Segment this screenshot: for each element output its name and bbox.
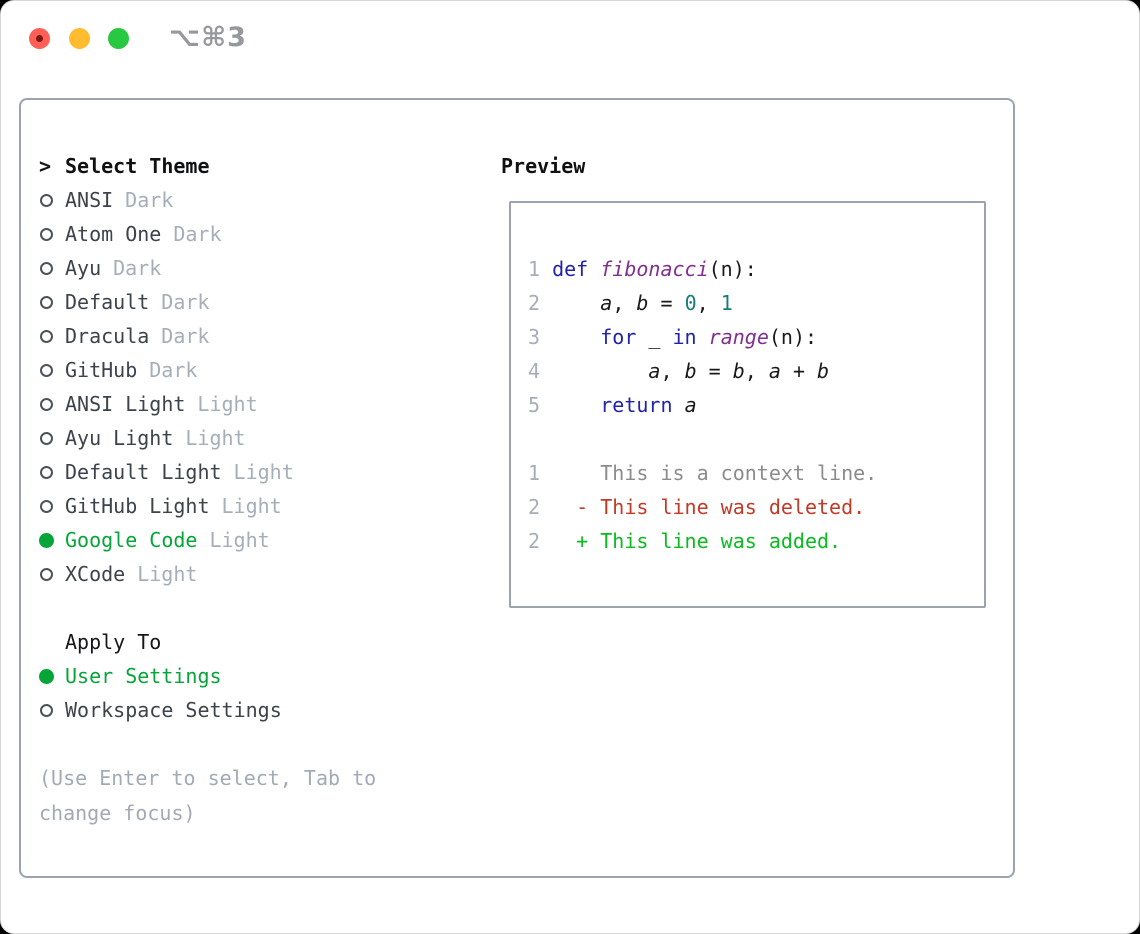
option-label: GitHub Light (65, 494, 210, 518)
apply-to-option[interactable]: User Settings (39, 659, 483, 693)
option-variant-label: Light (197, 392, 258, 416)
option-variant-label: Light (137, 562, 198, 586)
option-label: Workspace Settings (65, 698, 282, 722)
theme-list-header: > Select Theme (39, 149, 483, 183)
option-label: Atom One (65, 222, 162, 246)
close-indicator-dot (36, 35, 43, 42)
option-variant-label: Dark (161, 324, 210, 348)
theme-list-title: Select Theme (65, 154, 210, 178)
option-label: XCode (65, 562, 126, 586)
minimize-button[interactable] (69, 28, 90, 49)
radio-selected-icon (39, 532, 54, 548)
option-label: ANSI Light (65, 392, 186, 416)
radio-icon (40, 397, 53, 411)
radio-icon (40, 703, 53, 717)
theme-option[interactable]: XCode Light (39, 557, 483, 591)
apply-to-title: Apply To (65, 630, 162, 654)
option-variant-label: Light (233, 460, 294, 484)
preview-line: 5 return a (528, 393, 697, 417)
option-variant-label: Light (221, 494, 282, 518)
option-variant-label: Dark (125, 188, 174, 212)
focus-pointer-icon: > (39, 154, 52, 178)
option-variant-label: Dark (161, 290, 210, 314)
close-button[interactable] (29, 28, 50, 49)
option-variant-label: Dark (113, 256, 162, 280)
option-label: Google Code (65, 528, 198, 552)
radio-icon (40, 295, 53, 309)
theme-option[interactable]: GitHub Light Light (39, 489, 483, 523)
option-variant-label: Light (209, 528, 270, 552)
preview-line: 2 + This line was added. (528, 529, 842, 553)
zoom-button[interactable] (108, 28, 129, 49)
theme-option[interactable]: Dracula Dark (39, 319, 483, 353)
radio-icon (40, 431, 53, 445)
radio-icon (40, 227, 53, 241)
option-label: Default (65, 290, 150, 314)
theme-option[interactable]: Atom One Dark (39, 217, 483, 251)
option-variant-label: Dark (149, 358, 198, 382)
radio-icon (40, 193, 53, 207)
preview-title: Preview (501, 154, 586, 178)
theme-option[interactable]: Google Code Light (39, 523, 483, 557)
preview-line: 4 a, b = b, a + b (528, 359, 830, 383)
option-label: GitHub (65, 358, 138, 382)
preview-line: 2 - This line was deleted. (528, 495, 866, 519)
theme-option[interactable]: ANSI Light Light (39, 387, 483, 421)
apply-to-header: Apply To (39, 625, 483, 659)
radio-icon (40, 499, 53, 513)
preview-line: 1 This is a context line. (528, 461, 878, 485)
hint-text: (Use Enter to select, Tab to change focu… (39, 766, 377, 825)
preview-line: 3 for _ in range(n): (528, 325, 818, 349)
radio-icon (40, 465, 53, 479)
theme-option[interactable]: Default Light Light (39, 455, 483, 489)
theme-option[interactable]: GitHub Dark (39, 353, 483, 387)
theme-option[interactable]: Ayu Light Light (39, 421, 483, 455)
radio-icon (40, 261, 53, 275)
option-label: User Settings (65, 664, 222, 688)
radio-selected-icon (39, 668, 54, 684)
titlebar: ⌥⌘3 (1, 1, 1139, 71)
option-label: Ayu Light (65, 426, 174, 450)
option-variant-label: Light (185, 426, 246, 450)
radio-icon (40, 329, 53, 343)
theme-option[interactable]: ANSI Dark (39, 183, 483, 217)
preview-line (528, 422, 984, 456)
radio-icon (40, 363, 53, 377)
option-label: ANSI (65, 188, 114, 212)
radio-icon (40, 567, 53, 581)
preview-line: 1 def fibonacci(n): (528, 257, 757, 281)
option-label: Ayu (65, 256, 102, 280)
apply-to-option[interactable]: Workspace Settings (39, 693, 483, 727)
theme-option[interactable]: Ayu Dark (39, 251, 483, 285)
preview-line: 2 a, b = 0, 1 (528, 291, 733, 315)
option-label: Dracula (65, 324, 150, 348)
option-label: Default Light (65, 460, 222, 484)
option-variant-label: Dark (173, 222, 222, 246)
preview-box: 1 def fibonacci(n): 2 a, b = 0, 1 3 for _ … (509, 201, 986, 608)
window-title: ⌥⌘3 (169, 22, 247, 53)
preview-code: 1 def fibonacci(n): 2 a, b = 0, 1 3 for _ … (511, 203, 984, 558)
theme-option[interactable]: Default Dark (39, 285, 483, 319)
